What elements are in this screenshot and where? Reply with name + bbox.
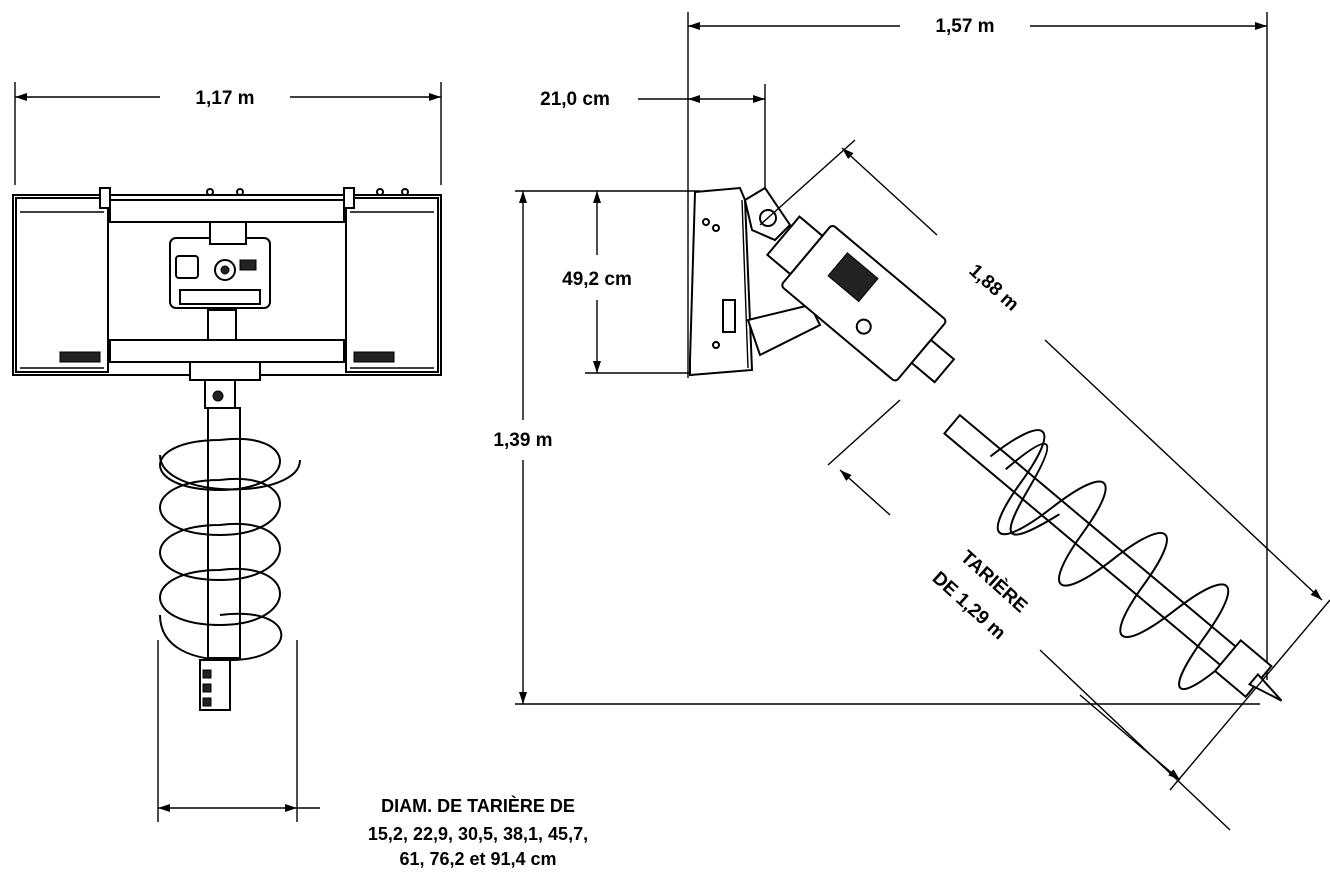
front-auger: [159, 407, 301, 711]
side-auger: [942, 413, 1283, 702]
overall-height-label: 1,39 m: [493, 430, 552, 451]
plate-height-label: 49,2 cm: [562, 269, 632, 290]
side-width-dimension: 1,57 m: [687, 12, 1268, 680]
auger-diameter-values-line2: 61, 76,2 et 91,4 cm: [399, 849, 556, 869]
side-drive-unit: [765, 215, 956, 384]
offset-dimension: 21,0 cm: [540, 84, 766, 195]
auger-diameter-values-line1: 15,2, 22,9, 30,5, 38,1, 45,7,: [368, 824, 588, 844]
front-width-dimension: 1,17 m: [14, 82, 442, 185]
overall-length-label: 1,88 m: [965, 260, 1023, 315]
side-width-label: 1,57 m: [935, 16, 994, 37]
front-view: 1,17 m: [12, 82, 588, 869]
side-view: 1,57 m 21,0 cm 49,2 cm 1,39 m: [493, 12, 1330, 831]
side-mounting-plate: [689, 186, 822, 377]
front-width-label: 1,17 m: [195, 88, 254, 109]
front-diameter-dimension: [157, 640, 320, 822]
drive-head: [169, 221, 271, 409]
auger-diameter-title: DIAM. DE TARIÈRE DE: [381, 795, 575, 816]
overall-height-dimension: 1,39 m: [493, 191, 1260, 705]
plate-height-dimension: 49,2 cm: [515, 190, 700, 374]
offset-label: 21,0 cm: [540, 89, 610, 110]
